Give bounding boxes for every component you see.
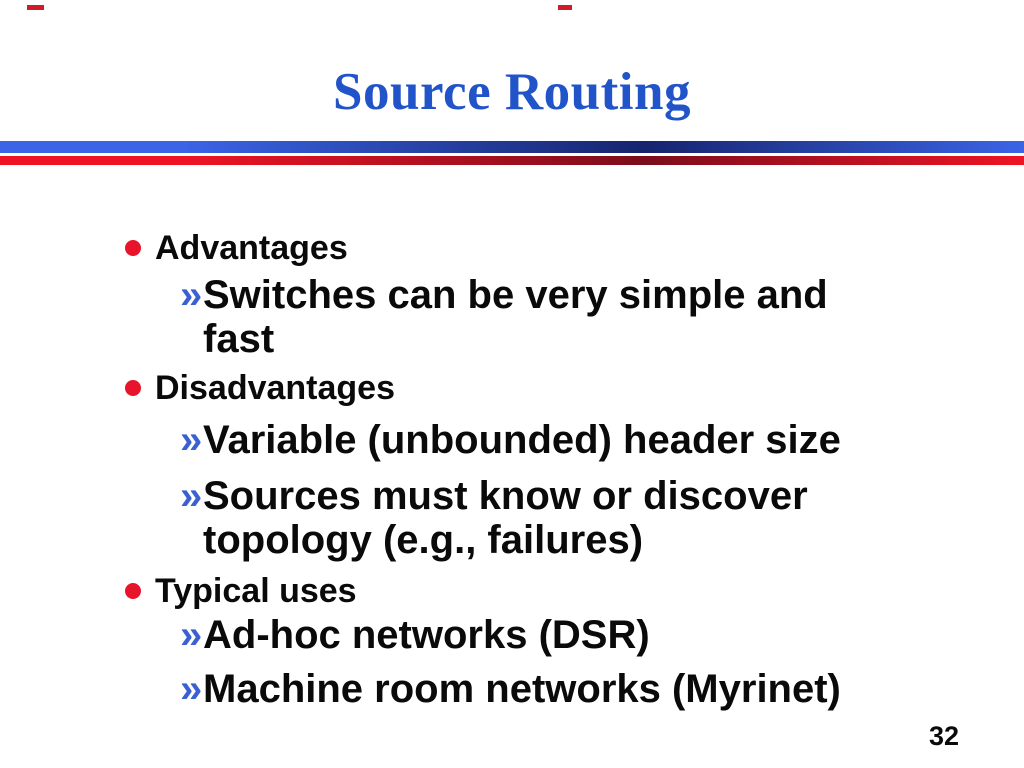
sub-bullet-item: »Variable (unbounded) header size [125, 418, 860, 462]
red-tick-left [27, 5, 44, 10]
sub-bullet-item: »Machine room networks (Myrinet) [125, 667, 860, 711]
bullet-dot-icon [125, 583, 141, 599]
guillemet-icon: » [180, 418, 203, 462]
bullet-text: Machine room networks (Myrinet) [203, 667, 841, 711]
bullet-dot-icon [125, 380, 141, 396]
bullet-text: Switches can be very simple and fast [203, 273, 828, 361]
guillemet-icon: » [180, 474, 203, 518]
red-tick-right [558, 5, 572, 10]
bullet-list: Advantages»Switches can be very simple a… [125, 228, 860, 711]
guillemet-icon: » [180, 273, 203, 317]
bullet-text: Typical uses [155, 572, 357, 610]
slide-title: Source Routing [333, 63, 691, 121]
bullet-item: Advantages [125, 228, 860, 268]
bullet-item: Typical uses [125, 571, 860, 611]
guillemet-icon: » [180, 613, 203, 657]
bullet-text: Sources must know or discover topology (… [203, 474, 808, 562]
bullet-text: Advantages [155, 229, 348, 267]
sub-bullet-item: »Sources must know or discover topology … [125, 474, 860, 562]
bullet-text: Disadvantages [155, 369, 395, 407]
bullet-text: Variable (unbounded) header size [203, 418, 841, 462]
bullet-item: Disadvantages [125, 368, 860, 408]
divider-bar-blue [0, 141, 1024, 153]
bullet-text: Ad-hoc networks (DSR) [203, 613, 650, 657]
divider-bar-red [0, 156, 1024, 165]
slide-page-number: 32 [929, 721, 960, 751]
sub-bullet-item: »Ad-hoc networks (DSR) [125, 613, 860, 657]
bullet-dot-icon [125, 240, 141, 256]
sub-bullet-item: »Switches can be very simple and fast [125, 273, 860, 361]
guillemet-icon: » [180, 667, 203, 711]
